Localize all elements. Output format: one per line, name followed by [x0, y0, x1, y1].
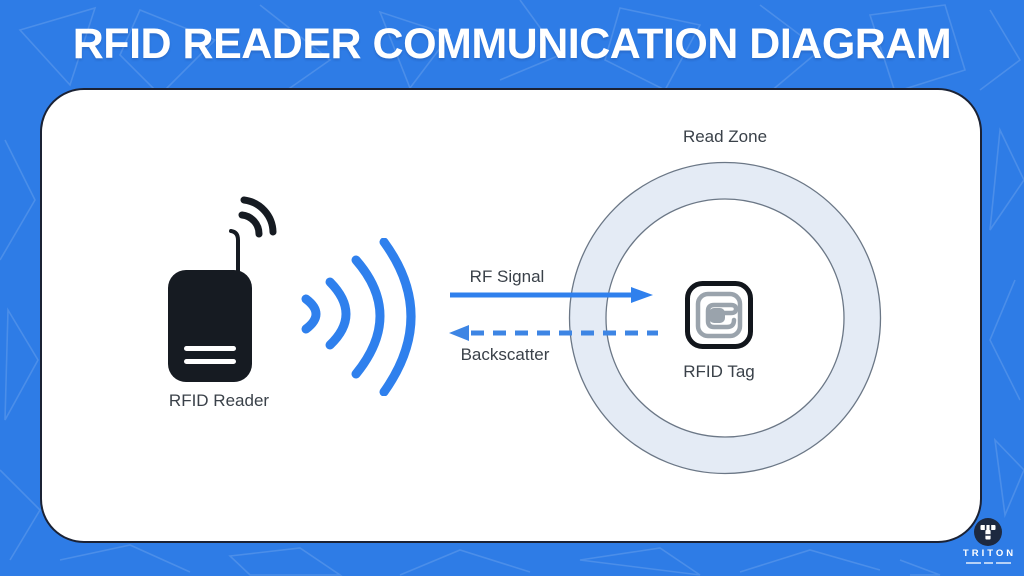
- backscatter-arrow-icon: [449, 325, 658, 341]
- triton-logo-tagline: [953, 562, 1023, 564]
- rfid-tag-label: RFID Tag: [683, 362, 755, 381]
- rf-signal-label: RF Signal: [469, 267, 545, 286]
- rf-signal-arrow-icon: [450, 287, 653, 303]
- backscatter-label: Backscatter: [460, 345, 550, 364]
- read-zone-label: Read Zone: [682, 127, 768, 146]
- rfid-reader-icon: [168, 196, 277, 382]
- page-title: RFID READER COMMUNICATION DIAGRAM: [72, 20, 952, 68]
- diagram-canvas: RFID Reader RF Signal Backscatter Read Z…: [40, 88, 982, 543]
- rfid-tag-icon: [685, 281, 753, 349]
- signal-waves-icon: [301, 238, 416, 396]
- triton-logo: TRITON: [953, 517, 1023, 576]
- triton-logo-mark-icon: [974, 518, 1002, 546]
- triton-logo-text: TRITON: [962, 548, 1017, 559]
- rfid-reader-label: RFID Reader: [168, 391, 270, 410]
